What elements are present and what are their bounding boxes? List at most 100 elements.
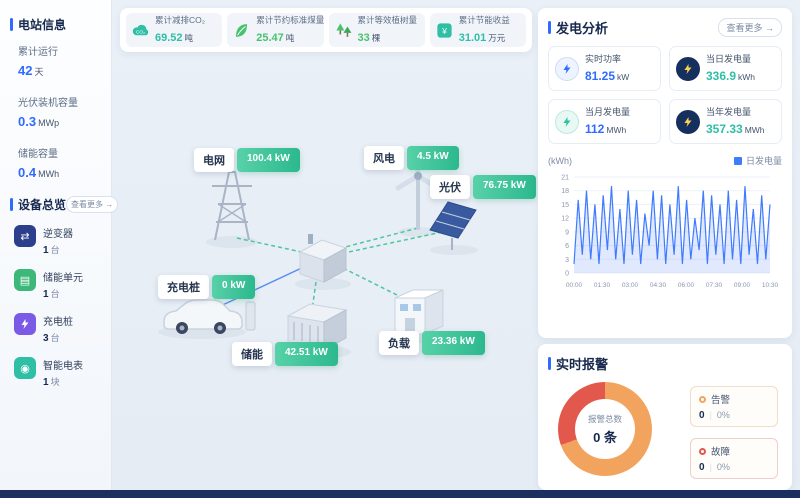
info-label: 光伏装机容量 <box>18 98 78 109</box>
device-count: 1 <box>43 289 49 300</box>
battery-icon: ▤ <box>14 269 36 291</box>
meter-icon: ◉ <box>14 357 36 379</box>
device-overview-header: 设备总览 查看更多 → <box>10 196 119 213</box>
hub-icon <box>298 234 348 283</box>
lightning-icon <box>555 109 579 134</box>
tile-label: 当月发电量 <box>585 107 631 117</box>
svg-text:15: 15 <box>561 202 569 209</box>
node-value-badge: 100.4 kW <box>237 148 300 172</box>
info-value: 0.3 <box>18 114 37 129</box>
energy-flow-diagram: 电网 100.4 kW 风电 4.5 kW 光伏 76.75 kW 充电桩 0 … <box>112 60 538 470</box>
footer-bar <box>0 490 800 498</box>
solar-panel-icon <box>429 201 477 250</box>
station-info-header: 电站信息 <box>10 16 101 33</box>
info-unit: MWh <box>38 169 60 179</box>
svg-text:09:00: 09:00 <box>734 282 751 289</box>
lightning-icon <box>555 56 579 81</box>
info-label: 储能容量 <box>18 149 58 160</box>
svg-text:04:30: 04:30 <box>650 282 667 289</box>
node-label: 电网 <box>194 148 234 172</box>
svg-text:21: 21 <box>561 175 569 182</box>
legend-label: 故障 <box>711 447 731 458</box>
accent-bar <box>10 198 13 211</box>
generation-title-row: 发电分析 <box>548 18 608 37</box>
accent-bar <box>548 357 551 370</box>
svg-text:6: 6 <box>565 243 569 250</box>
svg-text:12: 12 <box>561 216 569 223</box>
device-count: 3 <box>43 333 49 344</box>
storage-container-icon <box>286 303 348 351</box>
node-label: 风电 <box>364 146 404 170</box>
svg-text:18: 18 <box>561 188 569 195</box>
node-grid: 电网 100.4 kW <box>194 148 300 172</box>
station-info-title: 电站信息 <box>18 18 67 32</box>
stat-label: 累计节能收益 <box>458 15 510 25</box>
generation-more-button[interactable]: 查看更多 → <box>718 18 782 37</box>
charger-icon <box>14 313 36 335</box>
tile-unit: kW <box>617 72 630 82</box>
alarms-title-row: 实时报警 <box>548 354 608 373</box>
stat-value: 69.52 <box>155 32 183 44</box>
stat-value: 33 <box>357 32 370 44</box>
diagram-canvas <box>158 149 478 359</box>
svg-text:00:00: 00:00 <box>566 282 583 289</box>
income-icon: ¥ <box>435 21 454 40</box>
tile-value: 336.9 <box>706 69 737 83</box>
stat-unit: 吨 <box>184 33 194 43</box>
device-label: 储能单元 <box>43 273 83 284</box>
device-overview-more-button[interactable]: 查看更多 → <box>66 196 119 213</box>
tile-unit: MWh <box>606 125 627 135</box>
info-label: 累计运行 <box>18 47 58 58</box>
stat-unit: 棵 <box>371 33 381 43</box>
node-pv: 光伏 76.75 kW <box>430 175 536 199</box>
stat-label: 累计节约标准煤量 <box>256 15 325 25</box>
info-unit: 天 <box>34 67 44 77</box>
tile-label: 当日发电量 <box>706 54 752 64</box>
alarm-donut-center: 报警总数 0 条 <box>575 399 635 459</box>
ev-car-icon <box>163 299 256 334</box>
device-count: 1 <box>43 377 49 388</box>
node-wind: 风电 4.5 kW <box>364 146 459 170</box>
stat-label: 累计减排CO₂ <box>155 15 206 25</box>
legend-label: 告警 <box>711 395 731 406</box>
stat-unit: 万元 <box>488 33 506 43</box>
node-value-badge: 42.51 kW <box>275 342 338 366</box>
legend-count: 0 <box>699 410 705 421</box>
stat-unit: 吨 <box>285 33 295 43</box>
alarm-total-value: 0 条 <box>593 429 617 445</box>
node-label: 储能 <box>232 342 272 366</box>
chart-legend: 日发电量 <box>733 154 782 167</box>
grid-tower-icon <box>212 171 252 241</box>
load-building-icon <box>394 289 444 335</box>
fault-dot-icon <box>699 447 706 455</box>
svg-text:03:00: 03:00 <box>622 282 639 289</box>
trees-icon <box>334 21 353 40</box>
svg-text:¥: ¥ <box>441 26 447 36</box>
svg-text:CO₂: CO₂ <box>136 29 145 35</box>
node-label: 光伏 <box>430 175 470 199</box>
info-value: 0.4 <box>18 165 37 180</box>
node-storage: 储能 42.51 kW <box>232 342 338 366</box>
legend-percent: 0% <box>716 462 730 472</box>
alarm-legend-warning: 告警 0|0% <box>690 386 778 427</box>
svg-text:3: 3 <box>565 257 569 264</box>
device-unit: 台 <box>50 245 60 255</box>
svg-text:0: 0 <box>565 271 569 278</box>
device-count: 1 <box>43 245 49 256</box>
svg-text:01:30: 01:30 <box>594 282 611 289</box>
generation-title: 发电分析 <box>556 21 609 36</box>
svg-text:10:30: 10:30 <box>762 282 779 289</box>
tile-value: 81.25 <box>585 69 616 83</box>
